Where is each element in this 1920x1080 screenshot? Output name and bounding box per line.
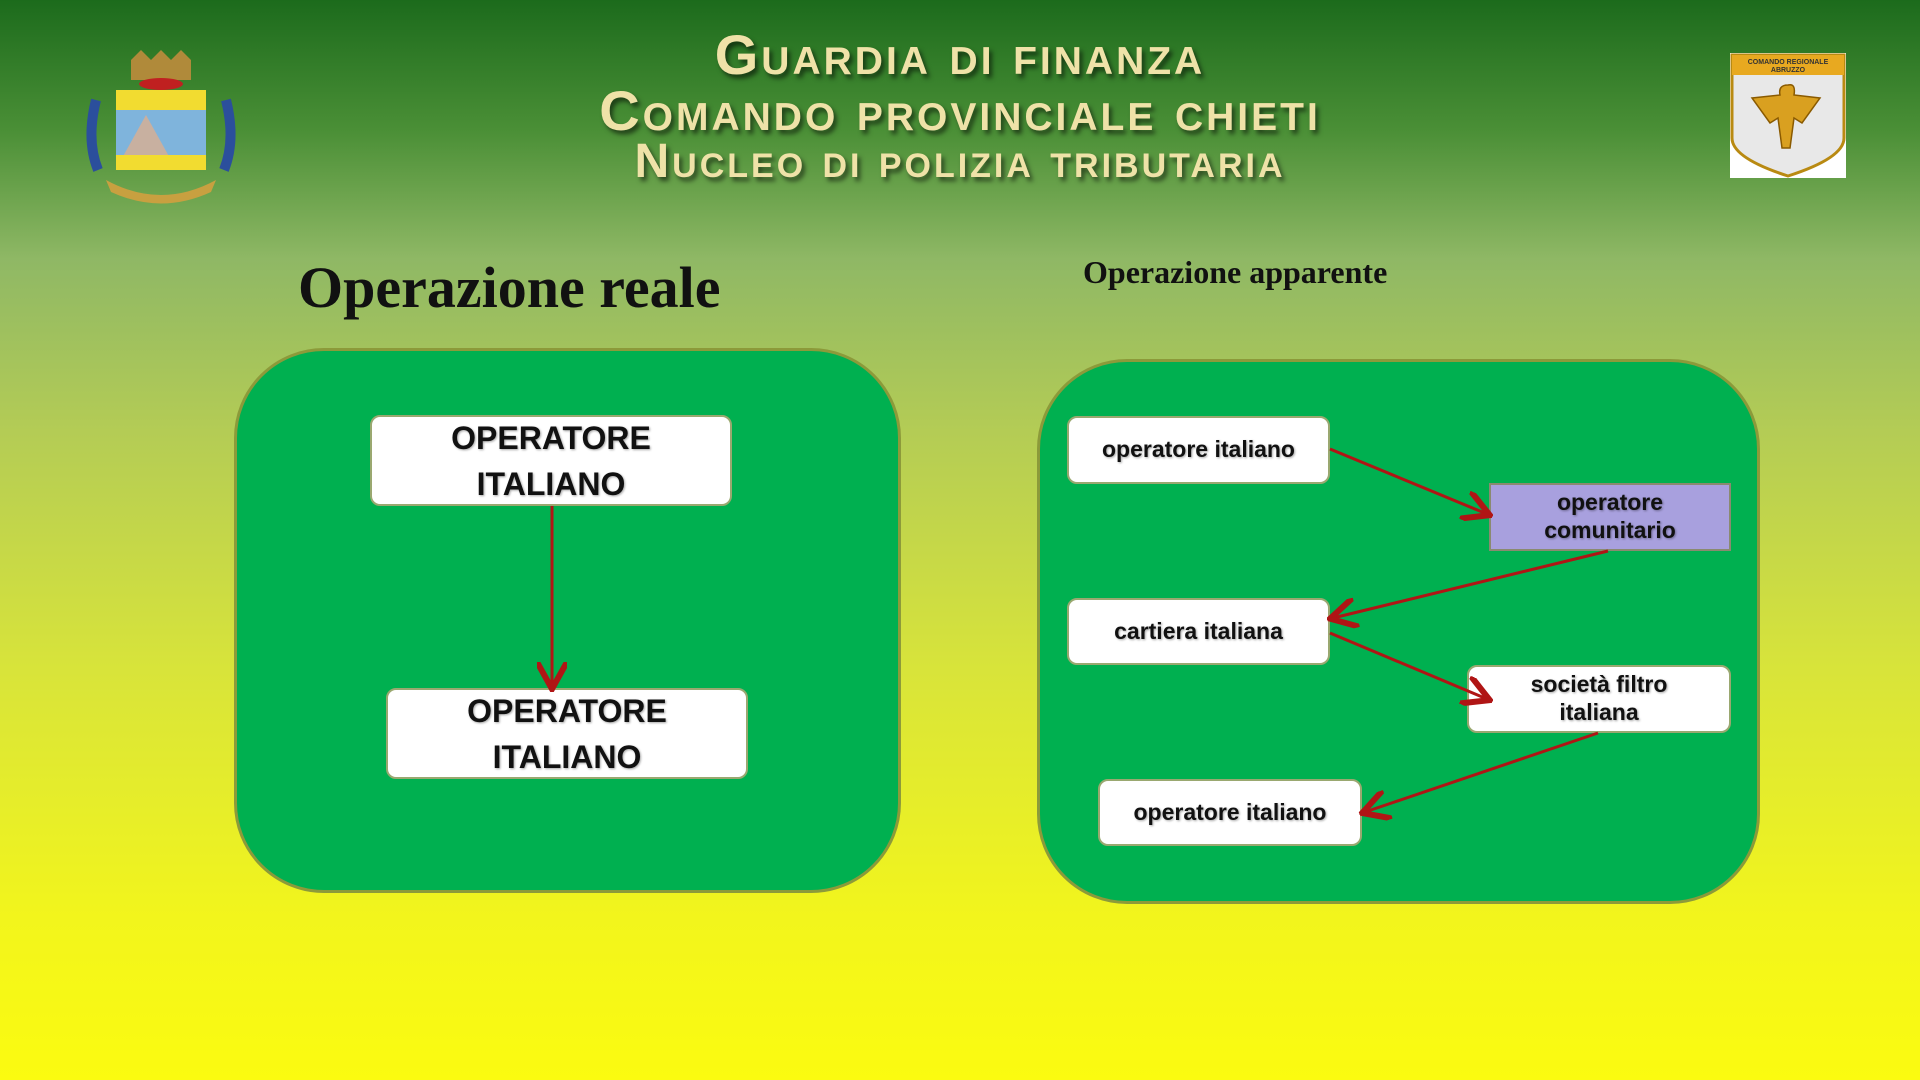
arrow-1: [1329, 447, 1487, 514]
arrow-3: [1329, 631, 1487, 699]
operatore-italiano-box: operatore italiano: [1067, 416, 1330, 484]
operatore-italiano-box-1: OPERATORE ITALIANO: [370, 415, 732, 506]
arrow-2: [1333, 549, 1609, 618]
operatore-italiano-final-box: operatore italiano: [1098, 779, 1362, 846]
arrow-4: [1365, 731, 1599, 812]
header-line-1: Guardia di finanza: [714, 23, 1206, 86]
comando-regionale-abruzzo-logo: COMANDO REGIONALE ABRUZZO: [1730, 53, 1846, 178]
header-line-2: Comando provinciale chieti: [599, 79, 1321, 142]
cartiera-italiana-box: cartiera italiana: [1067, 598, 1330, 665]
coat-of-arms-logo: [86, 50, 236, 204]
operazione-reale-title: Operazione reale: [298, 255, 721, 320]
svg-text:COMANDO REGIONALE: COMANDO REGIONALE: [1748, 59, 1829, 66]
operatore-italiano-box-2: OPERATORE ITALIANO: [386, 688, 748, 779]
societa-filtro-box: società filtro italiana: [1467, 665, 1731, 733]
operatore-comunitario-box: operatore comunitario: [1489, 483, 1731, 551]
operazione-apparente-title: Operazione apparente: [1083, 254, 1388, 290]
svg-text:ABRUZZO: ABRUZZO: [1771, 67, 1806, 74]
header-line-3: Nucleo di polizia tributaria: [634, 135, 1286, 188]
